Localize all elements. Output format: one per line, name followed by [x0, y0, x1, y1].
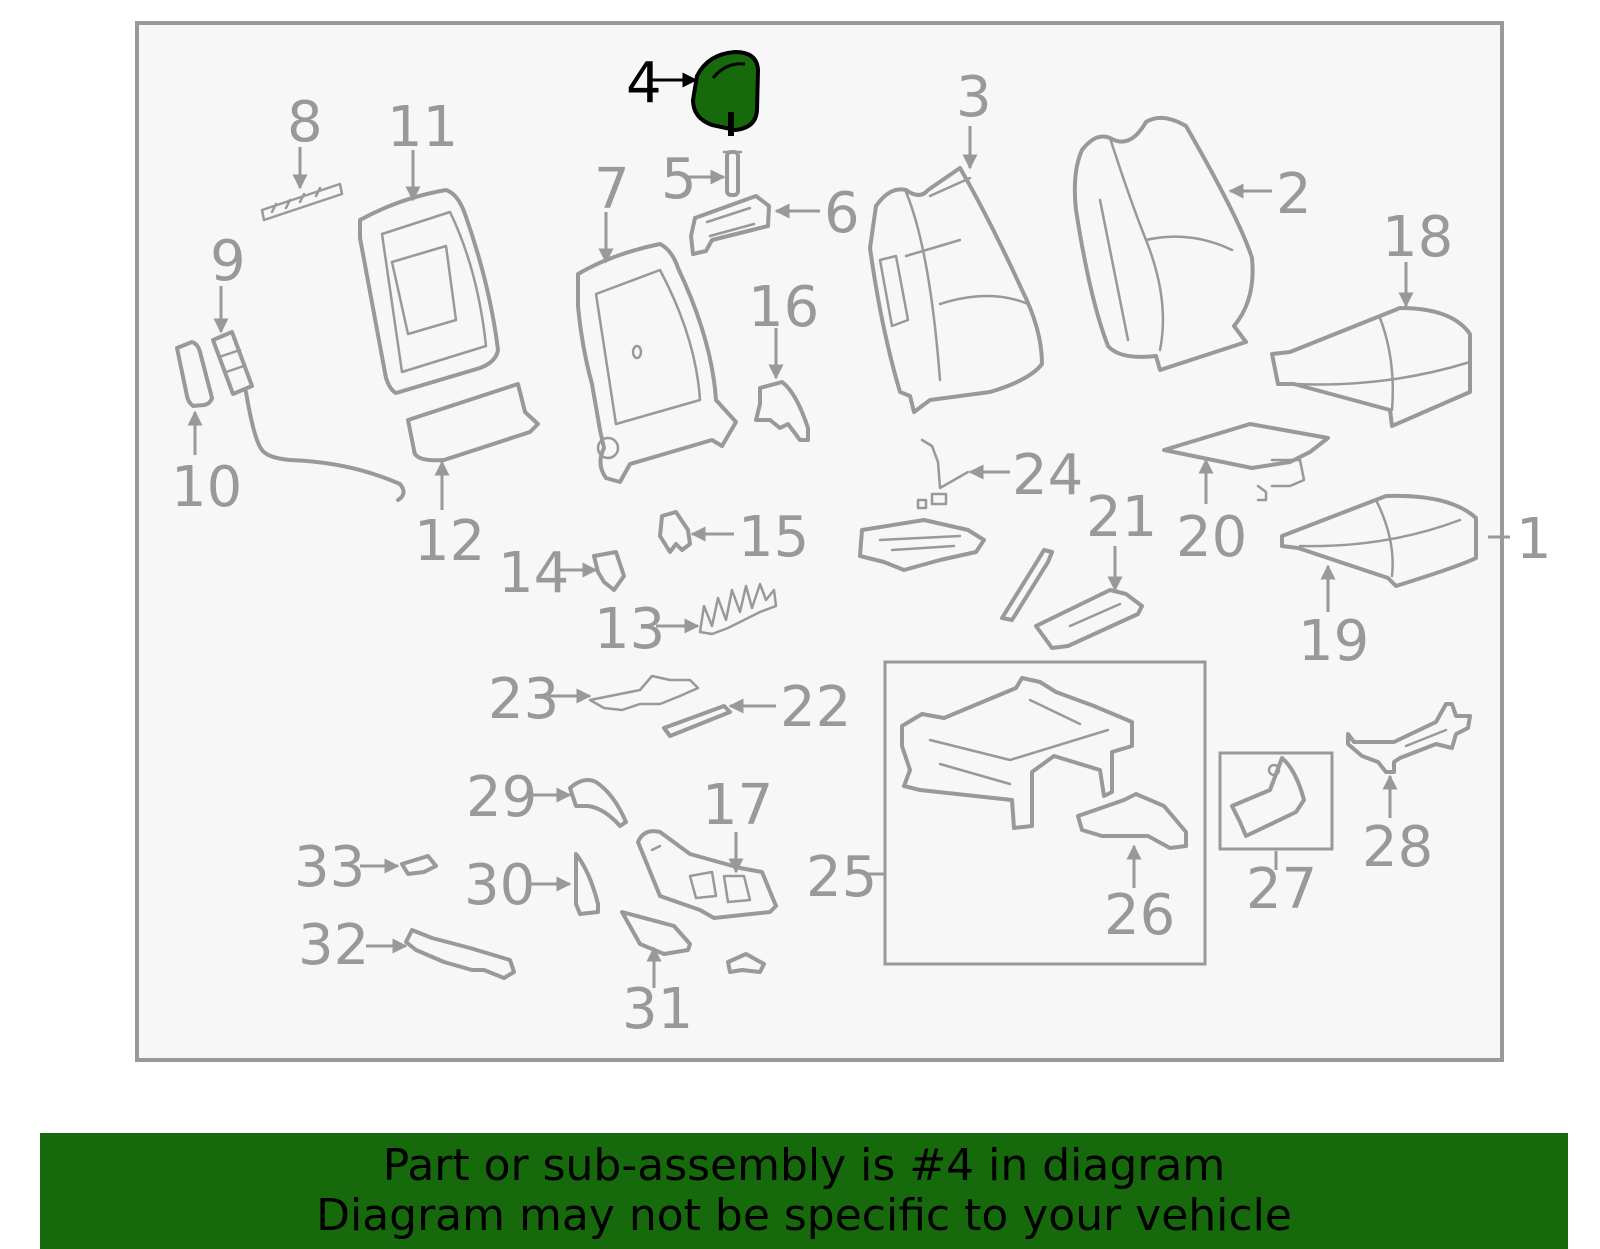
callout-3: 3: [956, 65, 992, 130]
callout-12: 12: [414, 509, 485, 574]
callout-16: 16: [748, 275, 819, 340]
callout-21: 21: [1086, 485, 1157, 550]
callout-15: 15: [738, 505, 809, 570]
trim-panel-part-12: [406, 382, 540, 463]
callout-33: 33: [294, 835, 365, 900]
callout-8: 8: [287, 90, 323, 155]
bracket-part-28: [1346, 702, 1472, 774]
bracket-part-16: [754, 380, 810, 442]
cushion-cover-part-18: [1270, 306, 1472, 428]
clip-part-8: [260, 182, 344, 222]
seatback-frame-part-7: [576, 242, 738, 484]
harness-part-9: [211, 330, 406, 502]
seatback-cover-part-3: [868, 166, 1044, 414]
trim-part-30: [574, 852, 600, 916]
callout-6: 6: [824, 181, 860, 246]
seatback-cushion-part-2: [1072, 115, 1255, 372]
box-27: [1218, 751, 1334, 851]
trim-strip-part-32: [404, 928, 516, 980]
callout-23: 23: [488, 667, 559, 732]
callout-20: 20: [1176, 505, 1247, 570]
callout-18: 18: [1382, 205, 1453, 270]
callout-11: 11: [387, 95, 458, 160]
banner-line-2: Diagram may not be specific to your vehi…: [316, 1190, 1292, 1241]
trim-part-29: [568, 778, 628, 828]
callout-1: 1: [1516, 507, 1552, 572]
banner-line-1: Part or sub-assembly is #4 in diagram: [382, 1140, 1226, 1191]
rail-part-23: [588, 674, 700, 712]
seat-cushion-part-19: [1280, 493, 1478, 588]
callout-26: 26: [1104, 883, 1175, 948]
clip-part-14: [592, 550, 626, 592]
callout-7: 7: [594, 157, 630, 222]
bracket-part-6: [689, 194, 771, 256]
spring-part-13: [698, 582, 778, 636]
callout-32: 32: [298, 913, 369, 978]
cover-part-27: [1230, 756, 1306, 838]
callout-31: 31: [622, 977, 693, 1042]
callout-9: 9: [210, 229, 246, 294]
info-banner: Part or sub-assembly is #4 in diagram Di…: [40, 1133, 1568, 1249]
bracket-part-26: [1076, 792, 1188, 850]
clip-small: [726, 952, 766, 974]
headrest-part-4[interactable]: [690, 49, 761, 136]
callout-4: 4: [626, 51, 662, 116]
callout-14: 14: [498, 541, 569, 606]
callout-22: 22: [780, 675, 851, 740]
callout-17: 17: [702, 773, 773, 838]
pad-part-20: [1162, 422, 1330, 502]
clip-part-33: [400, 854, 438, 876]
side-shield-part-17: [636, 829, 778, 920]
callout-19: 19: [1298, 609, 1369, 674]
clip-part-15: [658, 510, 692, 554]
guide-part-5: [722, 150, 743, 197]
seatback-panel-part-11: [358, 188, 500, 395]
callout-5: 5: [661, 147, 697, 212]
callout-10: 10: [171, 455, 242, 520]
callout-30: 30: [464, 853, 535, 918]
cover-part-10: [175, 340, 214, 408]
callout-29: 29: [466, 765, 537, 830]
seat-track-part-25: [900, 676, 1134, 830]
callout-2: 2: [1276, 162, 1312, 227]
cover-part-31: [620, 910, 692, 956]
track-assembly-box-25: [883, 660, 1207, 966]
callout-25: 25: [806, 845, 877, 910]
callout-28: 28: [1362, 815, 1433, 880]
callout-13: 13: [594, 597, 665, 662]
callout-24: 24: [1012, 443, 1083, 508]
diagram-frame: [135, 21, 1504, 1062]
wiring-part-24: [858, 438, 986, 572]
callout-27: 27: [1246, 857, 1317, 922]
